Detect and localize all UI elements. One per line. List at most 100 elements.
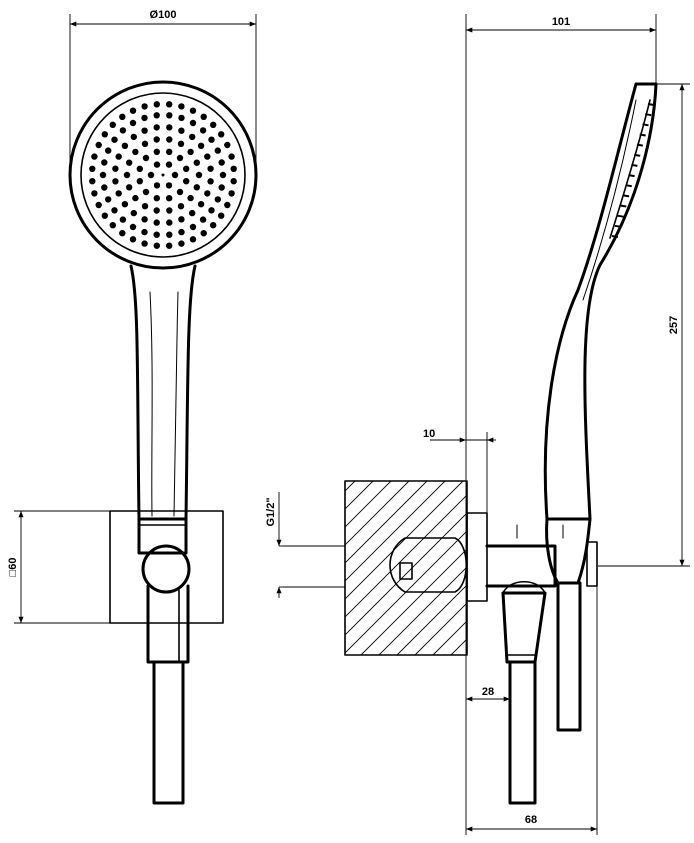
hatch-line <box>360 548 467 655</box>
inner-fitting <box>389 537 467 593</box>
hatch-line <box>450 638 467 655</box>
nozzle <box>123 171 131 179</box>
nozzle <box>153 182 161 189</box>
handle <box>129 264 197 521</box>
hose-union <box>501 591 547 664</box>
nozzle <box>95 201 102 209</box>
wall-hatching <box>345 481 694 655</box>
nozzle <box>141 228 148 236</box>
nozzle <box>189 119 197 127</box>
handle-line-right <box>173 291 179 517</box>
nozzle <box>224 201 231 209</box>
nozzle <box>119 216 127 223</box>
nozzle <box>219 171 227 179</box>
nozzle <box>112 165 119 172</box>
hatch-line <box>414 602 467 655</box>
hatch-line <box>505 481 679 655</box>
nozzle <box>126 159 133 166</box>
nozzle <box>230 165 237 172</box>
side-nozzle <box>617 214 624 218</box>
hatch-line <box>345 481 464 600</box>
nozzle <box>136 178 143 185</box>
handshower-profile <box>543 82 658 521</box>
wall-plate <box>109 510 224 624</box>
nozzle <box>224 141 231 149</box>
nozzle <box>208 136 215 143</box>
nozzle <box>199 216 207 223</box>
nozzle <box>197 142 205 149</box>
nozzle <box>101 184 108 191</box>
side-view <box>282 82 694 805</box>
nozzle <box>119 230 126 237</box>
nozzle <box>129 119 137 127</box>
side-nozzle <box>639 133 646 137</box>
nozzle <box>136 165 143 172</box>
spray-face <box>80 92 246 258</box>
side-nozzle <box>628 174 635 178</box>
hose-side <box>508 660 537 805</box>
hose <box>152 660 185 805</box>
hatch-line <box>345 481 374 510</box>
dim-offset: 10 <box>423 428 435 440</box>
holder-clip <box>586 541 598 587</box>
handle-line-left <box>149 291 153 517</box>
union-top <box>502 580 546 594</box>
nozzle <box>230 178 237 185</box>
hatch-line <box>541 481 694 655</box>
nozzle <box>153 242 160 249</box>
dim-width-side: 101 <box>552 16 570 28</box>
nozzle <box>166 136 173 143</box>
nozzle <box>218 131 225 138</box>
spray-face-side <box>609 99 651 239</box>
nozzle <box>153 207 160 214</box>
nozzle <box>166 242 173 249</box>
nozzle <box>176 188 184 196</box>
nozzle <box>199 127 207 134</box>
nozzle <box>111 207 118 214</box>
dim-height: 257 <box>668 316 680 334</box>
nozzle <box>187 194 194 202</box>
nozzle <box>166 112 173 119</box>
nozzle <box>178 216 185 223</box>
nozzle <box>129 223 137 231</box>
nozzle <box>183 178 190 185</box>
side-nozzle <box>611 235 619 238</box>
nozzle <box>189 107 197 114</box>
handshower-edge <box>582 99 637 301</box>
nozzle <box>210 121 217 128</box>
nozzle <box>109 121 117 128</box>
nozzle <box>153 148 160 155</box>
nozzle <box>91 190 98 197</box>
nozzle <box>178 127 185 134</box>
nozzle <box>187 148 194 156</box>
hatch-line <box>487 481 661 655</box>
nozzle <box>195 171 203 179</box>
side-nozzle <box>625 184 632 188</box>
dim-thread: G1/2" <box>265 497 277 526</box>
nozzle <box>153 231 160 238</box>
nozzle <box>153 124 160 131</box>
nozzle <box>141 140 149 147</box>
nozzle <box>228 190 235 197</box>
nozzle <box>189 133 196 141</box>
nozzle <box>101 131 109 138</box>
nozzle <box>189 236 197 243</box>
nozzle <box>153 161 161 168</box>
nozzle <box>218 159 225 166</box>
wall-section <box>344 480 468 656</box>
nozzle <box>109 222 117 229</box>
dim-outlet: 28 <box>482 686 494 698</box>
nozzle <box>89 178 96 185</box>
nozzle <box>95 141 102 149</box>
nozzle-center <box>161 173 165 177</box>
holder-block <box>137 517 188 555</box>
fitting-plug <box>399 562 413 580</box>
nozzle <box>130 133 137 141</box>
nozzle <box>141 103 148 110</box>
nozzle <box>178 240 185 247</box>
nozzle <box>200 230 207 237</box>
hatch-line <box>345 481 428 564</box>
nozzle <box>207 178 214 185</box>
nozzle <box>141 240 148 247</box>
